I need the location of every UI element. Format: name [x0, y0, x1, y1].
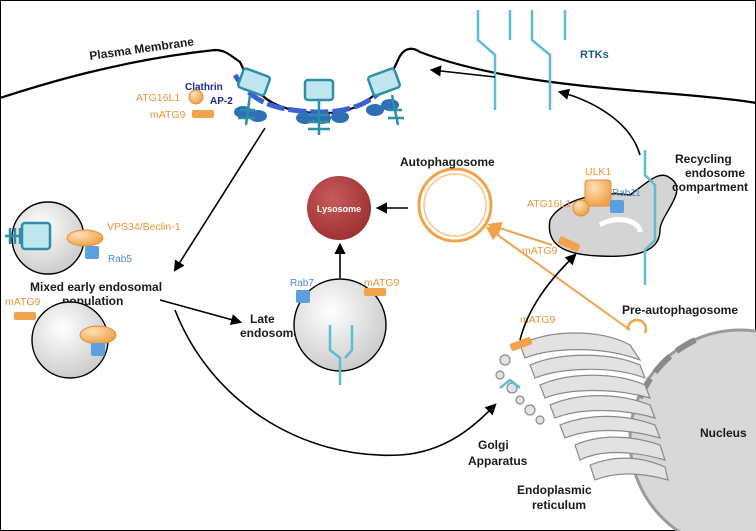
atg16l1-recycling-label: ATG16L1 [527, 198, 571, 210]
arrow-pit-to-early-endosome [173, 127, 266, 272]
golgi-label-2: Apparatus [468, 454, 528, 468]
matg9-top-label: mATG9 [150, 109, 186, 121]
matg9-late-label: mATG9 [364, 277, 400, 289]
matg9-left-label: mATG9 [5, 296, 41, 308]
mixed-early-label-1: Mixed early endosomal [30, 280, 162, 294]
early-endosome-1 [5, 201, 104, 275]
atg16l1-top-icon [188, 89, 204, 105]
autophagosome [417, 167, 493, 243]
late-endosome-label-2: endosome [240, 326, 300, 340]
golgi-receptor [499, 378, 521, 389]
clathrin-label: Clathrin [185, 82, 223, 93]
recycling-label-1: Recycling [675, 152, 732, 166]
arrow-recycling-to-membrane [557, 88, 641, 156]
autophagosome-inner [423, 173, 487, 237]
vps34-label: VPS34/Beclin-1 [107, 221, 181, 233]
matg9-golgi-icon [509, 337, 533, 351]
er-label-1: Endoplasmic [517, 483, 592, 497]
arrow-early-to-golgi [174, 309, 497, 457]
er-golgi-stacks [495, 332, 669, 481]
early-endosome-2 [14, 301, 117, 379]
arrow-preautophagosome-to-autophagosome [485, 226, 631, 331]
arrow-golgi-to-recycling [519, 253, 577, 341]
rab11-label: Rab11 [612, 188, 641, 199]
lysosome [307, 176, 371, 240]
recycling-label-2: endosome [685, 166, 745, 180]
autophagosome-label: Autophagosome [400, 155, 495, 169]
atg16l1-top-label: ATG16L1 [136, 92, 180, 104]
rtks-label: RTKs [580, 49, 609, 61]
rab5-label: Rab5 [108, 254, 132, 265]
receptor-cargo [237, 67, 404, 135]
lysosome-label: Lysosome [317, 204, 361, 214]
rtk-receptors [476, 10, 567, 110]
recycling-label-3: compartment [672, 180, 748, 194]
ulk1-label: ULK1 [585, 166, 611, 178]
er-label-2: reticulum [532, 498, 586, 512]
recycling-endosome [548, 150, 678, 285]
nucleus-label: Nucleus [700, 426, 747, 440]
matg9-recycling-label: mATG9 [522, 245, 558, 257]
ap2-label: AP-2 [210, 96, 233, 107]
rab7-label: Rab7 [290, 278, 314, 289]
arrow-rtk-to-pit [429, 65, 496, 78]
pre-autophagosome [626, 318, 648, 334]
arrow-early-to-late [159, 299, 243, 326]
matg9-top-icon [192, 110, 214, 118]
golgi-label-1: Golgi [478, 438, 509, 452]
late-endosome-label-1: Late [250, 312, 275, 326]
late-endosome [293, 278, 387, 385]
pre-autophagosome-label: Pre-autophagosome [622, 303, 738, 317]
